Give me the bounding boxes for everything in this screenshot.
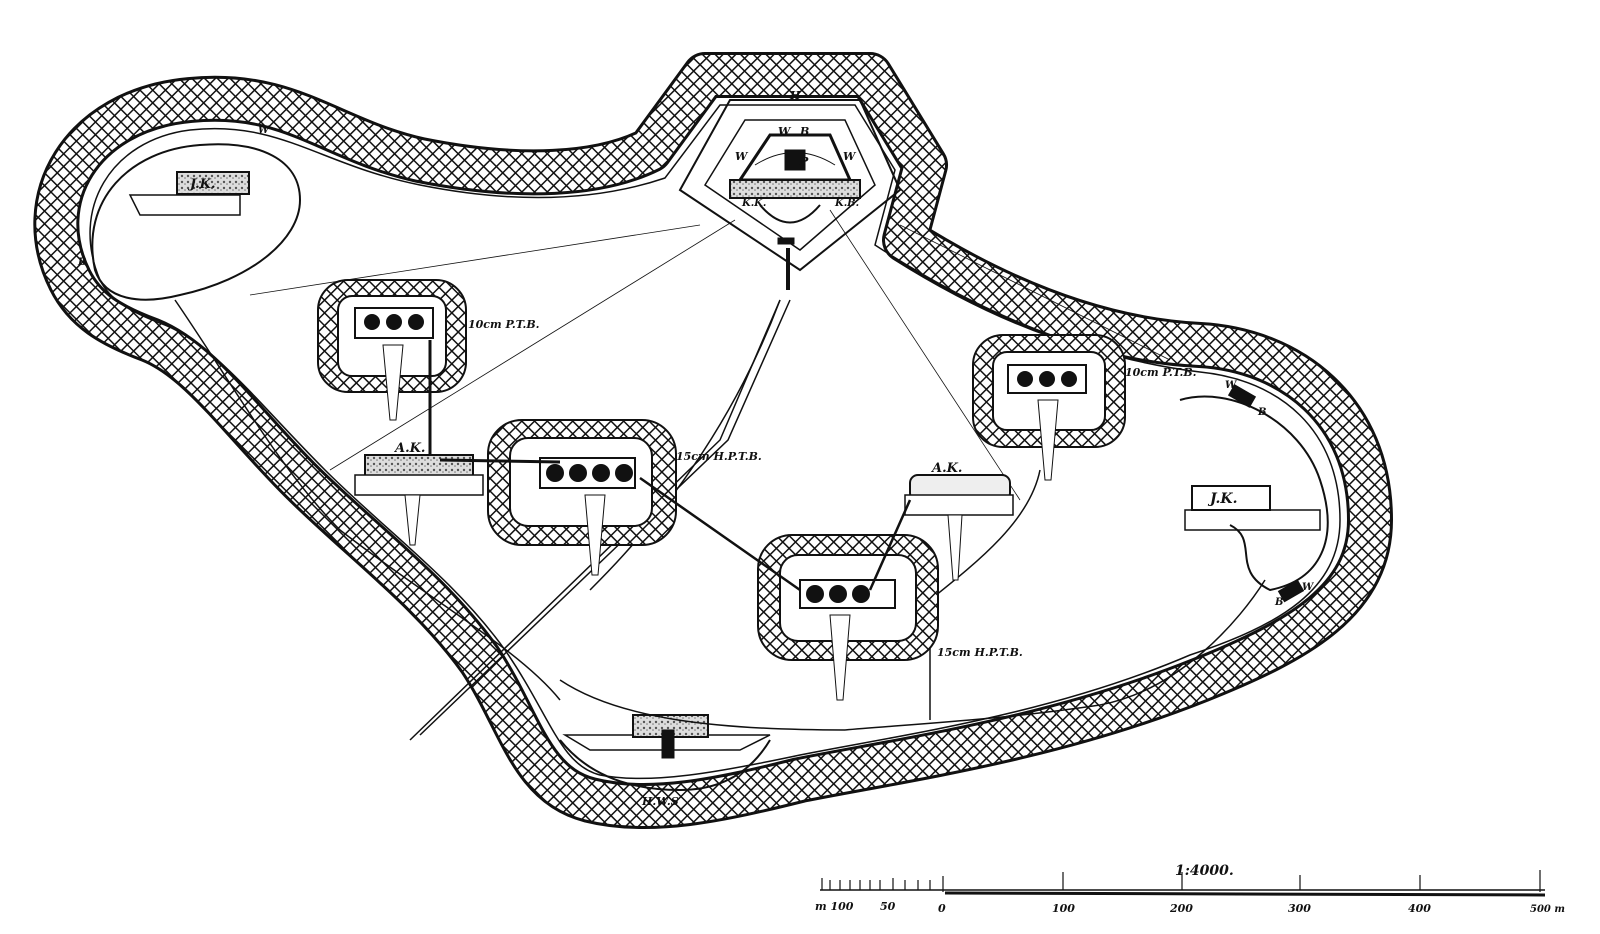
scale-tick-1: 50 xyxy=(880,900,896,913)
label-right-b2: B xyxy=(1274,597,1283,608)
ak-right-block xyxy=(639,474,1014,592)
label-hptb-left: 15cm H.P.T.B. xyxy=(676,450,762,463)
scale-tick-2: 0 xyxy=(938,902,946,915)
right-lobe-work xyxy=(1179,384,1329,603)
label-ak-left: A.K. xyxy=(393,441,425,456)
scale-tick-0: m 100 xyxy=(815,900,854,913)
label-hptb-right: 15cm H.P.T.B. xyxy=(937,646,1023,659)
label-right-w2: W xyxy=(1302,582,1315,593)
label-central-w2: W xyxy=(735,150,749,163)
label-central-w1: W xyxy=(778,125,792,138)
scale-tick-4: 200 xyxy=(1169,902,1193,915)
scale-bar: 1:4000. m 100 50 0 100 200 300 400 500 m xyxy=(815,863,1565,915)
label-ptb-right: 10cm P.T.B. xyxy=(1125,366,1197,379)
label-central-kb: K.B. xyxy=(834,198,859,209)
scale-ratio: 1:4000. xyxy=(1175,863,1234,879)
battery-hptb-right xyxy=(757,534,939,701)
ak-left-block xyxy=(354,340,561,546)
bottom-work xyxy=(559,714,771,792)
label-central-p: P xyxy=(799,155,809,168)
label-bottom-hws: H.W.S xyxy=(641,795,679,808)
scale-tick-5: 300 xyxy=(1288,902,1311,915)
label-jk-left: J.K. xyxy=(187,177,216,192)
plan-labels: J.K. J.K. A.K. A.K. 10cm P.T.B. 10cm P.T… xyxy=(77,89,1315,808)
outer-rampart xyxy=(33,52,1393,830)
scale-tick-6: 400 xyxy=(1408,902,1431,915)
label-jk-right: J.K. xyxy=(1207,491,1237,507)
label-ak-right: A.K. xyxy=(930,461,962,476)
battery-ptb-right xyxy=(972,334,1126,481)
label-right-w1: W xyxy=(1225,380,1238,391)
left-lobe-work xyxy=(91,143,302,301)
scale-tick-3: 100 xyxy=(1052,902,1075,915)
scale-tick-7: 500 m xyxy=(1530,904,1565,915)
battery-hptb-left xyxy=(487,419,677,576)
central-work xyxy=(678,99,902,290)
label-right-b1: B xyxy=(1257,407,1266,418)
label-left-b: B xyxy=(77,257,86,268)
label-central-kk: K.K. xyxy=(741,198,766,209)
label-central-w3: W xyxy=(843,150,857,163)
label-ptb-left: 10cm P.T.B. xyxy=(468,318,540,331)
battery-ptb-left xyxy=(317,279,467,421)
label-central-h: H xyxy=(789,89,801,102)
label-left-w: W xyxy=(258,125,271,136)
label-central-b1: B xyxy=(799,125,809,138)
